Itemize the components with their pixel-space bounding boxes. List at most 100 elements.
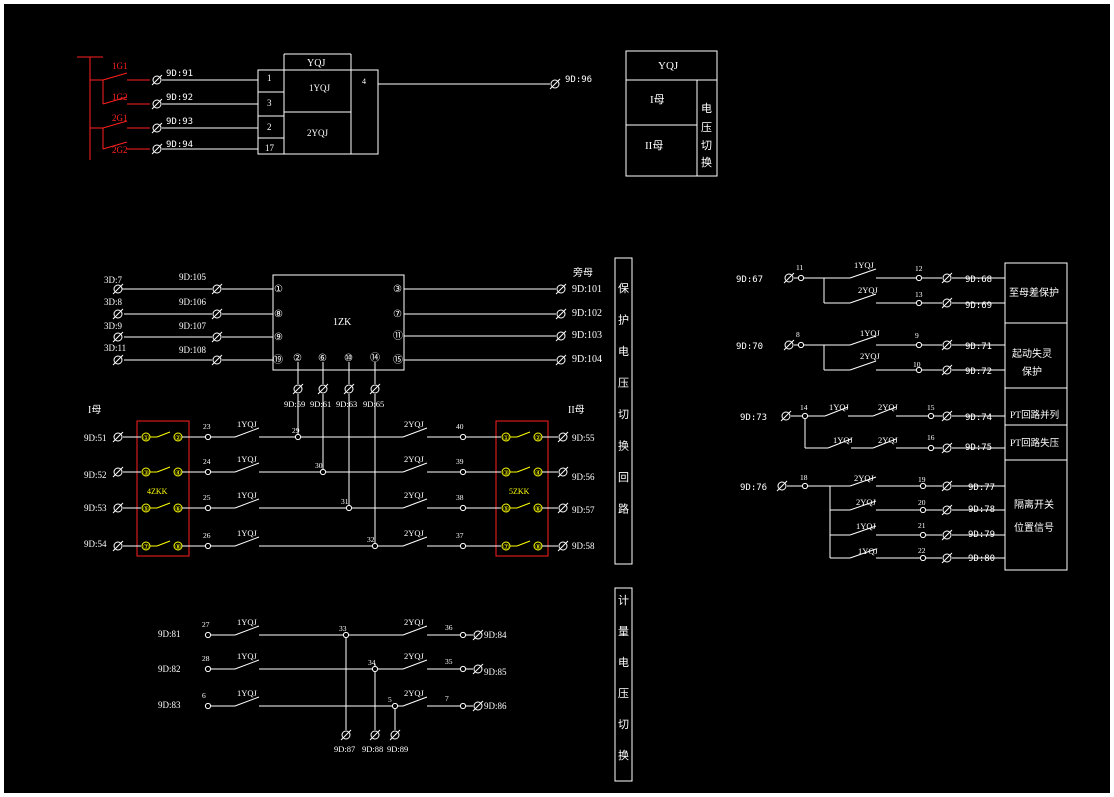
g1-num-1: 12 bbox=[915, 264, 923, 273]
term-9d82: 9D:82 bbox=[158, 664, 181, 674]
zkk-right-blade bbox=[516, 431, 531, 438]
bottom-left-num: 28 bbox=[202, 654, 210, 663]
terminal-label-9d94: 9D:94 bbox=[166, 140, 193, 150]
box-pin-r1: ③ bbox=[393, 284, 402, 295]
node-circle bbox=[919, 506, 927, 514]
row-num-right: 38 bbox=[456, 493, 464, 502]
contact-blade bbox=[234, 625, 260, 636]
mid-wiring bbox=[118, 274, 556, 557]
terminal-slash bbox=[112, 431, 124, 443]
contact-2yqj bbox=[402, 696, 431, 707]
row-node-left bbox=[204, 542, 212, 550]
metering-side-char: 计 bbox=[618, 594, 629, 607]
contact-2yqj bbox=[402, 427, 431, 438]
relay-out-pin: 4 bbox=[362, 77, 366, 86]
terminal-slash bbox=[941, 364, 953, 376]
bottom-left-node bbox=[204, 631, 212, 639]
box-pin-l4: ⑲ bbox=[273, 354, 283, 366]
node-circle bbox=[919, 554, 927, 562]
contact-blade bbox=[402, 696, 428, 707]
metering-side-box bbox=[614, 587, 633, 782]
g2-contact-1: 1YQJ bbox=[860, 328, 881, 338]
bottom-right-num: 36 bbox=[445, 623, 453, 632]
bottom-left-node bbox=[204, 702, 212, 710]
terminal-3d9 bbox=[112, 331, 124, 343]
relay-pin-3: 3 bbox=[267, 98, 272, 108]
bottom-left-node bbox=[204, 665, 212, 673]
terminal-slash bbox=[369, 729, 381, 741]
terminal-slash bbox=[112, 466, 124, 478]
term-9d85: 9D:85 bbox=[484, 667, 507, 677]
box-pin-b3: ⑩ bbox=[344, 353, 353, 364]
terminal-slash bbox=[112, 283, 124, 295]
bottom-left-num: 27 bbox=[202, 620, 210, 629]
node-circle bbox=[915, 366, 923, 374]
contact-blade bbox=[849, 476, 877, 487]
terminal-g4-3 bbox=[941, 529, 953, 541]
terminal-slash bbox=[941, 552, 953, 564]
contact-blade bbox=[402, 427, 428, 438]
relay-title: YQJ bbox=[307, 58, 325, 69]
term-9d101: 9D:101 bbox=[572, 284, 602, 295]
terminal-bottom-1 bbox=[292, 383, 304, 395]
terminal-slash bbox=[941, 339, 953, 351]
contact-2yqj bbox=[402, 625, 431, 636]
term-9d70: 9D:70 bbox=[736, 342, 763, 352]
term-9d55: 9D:55 bbox=[572, 433, 595, 443]
node-circle bbox=[801, 482, 809, 490]
protection-side-char: 切 bbox=[618, 408, 629, 421]
row-node-left bbox=[204, 504, 212, 512]
row-node-left bbox=[204, 468, 212, 476]
term-3d9: 3D:9 bbox=[104, 321, 123, 331]
zkk-left-blade bbox=[156, 540, 171, 547]
terminal-9d68 bbox=[941, 272, 953, 284]
terminal-right-out-1 bbox=[555, 283, 567, 295]
g3-num-1: 15 bbox=[927, 403, 935, 412]
terminal-g4-2 bbox=[941, 504, 953, 516]
contact-blade bbox=[849, 500, 877, 511]
protection-side-box bbox=[614, 257, 633, 565]
contact-1yqj bbox=[234, 427, 263, 438]
metering-side-char: 压 bbox=[618, 687, 629, 700]
contact-label-1yqj: 1YQJ bbox=[237, 651, 258, 661]
protection-side-char: 换 bbox=[618, 439, 629, 453]
node-9d105: 9D:105 bbox=[179, 272, 207, 282]
terminal-right-out-3 bbox=[555, 330, 567, 342]
g4-num-4: 22 bbox=[918, 546, 926, 555]
terminal-left-bus-3 bbox=[112, 502, 124, 514]
bus1-label: I母 bbox=[88, 404, 101, 416]
term-9d61: 9D:61 bbox=[310, 399, 331, 409]
contact-2yqj bbox=[872, 438, 900, 449]
row-node-right bbox=[459, 468, 467, 476]
term-9d57: 9D:57 bbox=[572, 505, 595, 515]
terminal-left-node-1 bbox=[211, 283, 223, 295]
switch-label-2g2: 2G2 bbox=[112, 145, 128, 155]
bottom-junction bbox=[371, 665, 379, 673]
terminal-slash bbox=[211, 308, 223, 320]
g1-num-2: 13 bbox=[915, 290, 923, 299]
terminal-slash bbox=[555, 283, 567, 295]
row-node-right bbox=[459, 542, 467, 550]
term-9d68: 9D:68 bbox=[965, 275, 992, 285]
box-pin-b2: ⑥ bbox=[318, 353, 327, 364]
terminal-9d69 bbox=[941, 297, 953, 309]
terminal-left-bus-2 bbox=[112, 466, 124, 478]
contact-2yqj bbox=[402, 659, 431, 670]
contact-label-2yqj: 2YQJ bbox=[404, 528, 425, 538]
junction-label: 31 bbox=[341, 497, 349, 506]
contact-label-2yqj: 2YQJ bbox=[404, 651, 425, 661]
node-circle bbox=[919, 482, 927, 490]
contact-blade bbox=[827, 438, 852, 449]
legend-title: YQJ bbox=[658, 60, 679, 72]
terminal-bottom-down-3 bbox=[389, 729, 401, 741]
term-9d63: 9D:63 bbox=[336, 399, 357, 409]
g4-contact-4: 1YQJ bbox=[858, 546, 879, 556]
g3-contact-1b: 2YQJ bbox=[878, 402, 899, 412]
row-node-right bbox=[459, 504, 467, 512]
node-circle bbox=[915, 299, 923, 307]
terminal-slash bbox=[783, 272, 795, 284]
terminal-slash bbox=[780, 410, 792, 422]
terminal-slash bbox=[557, 540, 569, 552]
row-node-left bbox=[204, 433, 212, 441]
